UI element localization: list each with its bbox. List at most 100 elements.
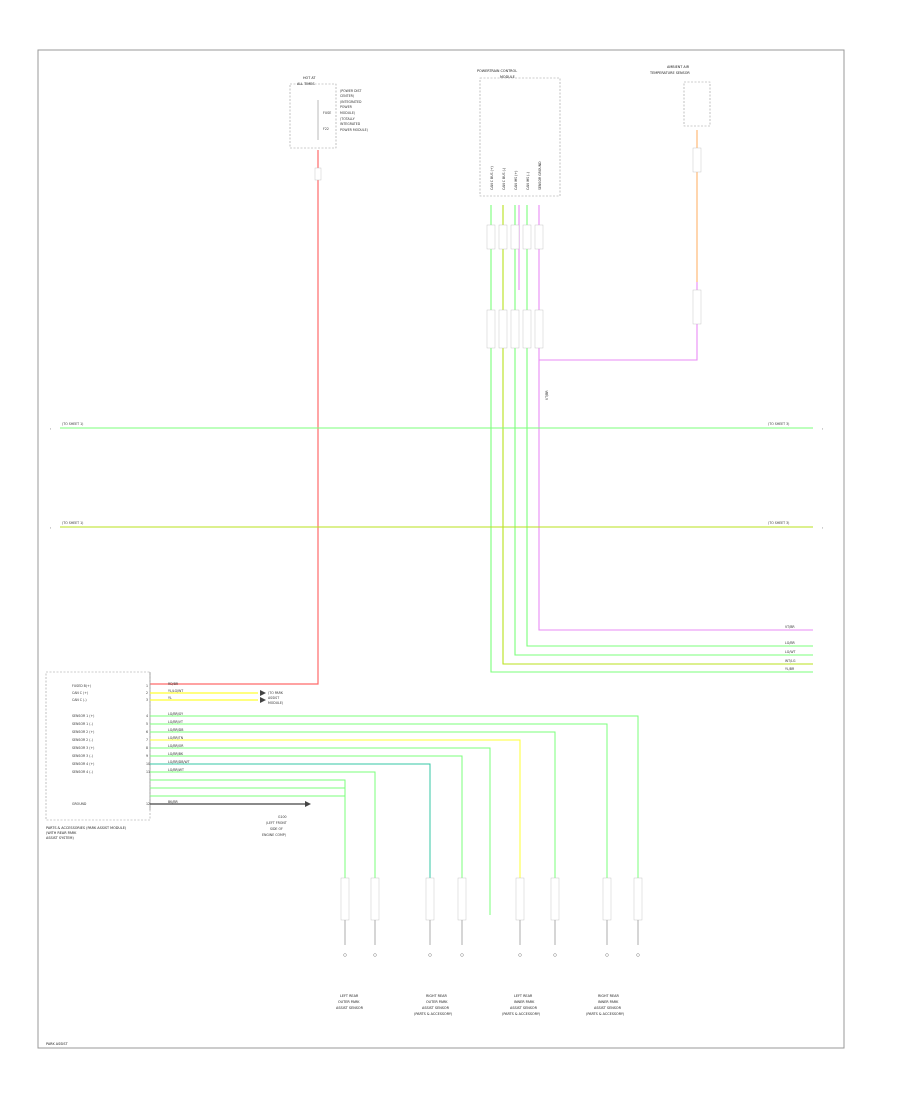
sensor-1-line3: ASSIST SENSOR	[422, 1006, 450, 1010]
module-wire-label-2: YL	[168, 696, 172, 700]
sensor-group-2: LEFT REAR INNER PARK ASSIST SENSOR (PART…	[502, 994, 541, 1016]
ambient-conn-label-2	[692, 289, 702, 325]
module-pin-8: SENSOR 3 (-)	[72, 754, 93, 758]
pcm-pin-4: SENSOR GROUND	[538, 161, 542, 190]
bottom-sensor-connectors	[340, 877, 643, 957]
module-pin-num-6: 7	[146, 738, 148, 742]
wire-sensor-4-plus	[150, 763, 431, 915]
module-title: PARTS & ACCESSORIES (PARK ASSIST MODULE)	[46, 826, 127, 830]
bottom-terminal-4	[518, 953, 522, 957]
can-c-left-ref: (TO SHEET 1)	[62, 422, 83, 426]
park-assist-module: PARTS & ACCESSORIES (PARK ASSIST MODULE)…	[45, 671, 151, 840]
module-pin-7: SENSOR 3 (+)	[72, 746, 94, 750]
pcm-conn-label-3	[522, 224, 532, 250]
bottom-connector-3	[457, 877, 467, 921]
sensor-0-line1: LEFT REAR	[340, 994, 359, 998]
sensor-group-0: LEFT REAR OUTER PARK ASSIST SENSOR	[336, 994, 364, 1010]
bottom-terminal-0	[343, 953, 347, 957]
wire-ambient-violet	[539, 282, 698, 361]
bottom-connector-5	[550, 877, 560, 921]
fuse-note-7: POWER MODULE)	[340, 128, 368, 132]
sensor-3-line4: (PARTS & ACCESSORY)	[586, 1012, 625, 1016]
can-c-left-arrow: ‹	[50, 427, 51, 431]
fuse-label: FUSE	[323, 111, 331, 115]
module-wire-label-8: LG/BR/BK	[168, 752, 184, 756]
module-title-3: ASSIST SYSTEM)	[46, 836, 74, 840]
bottom-connector-4	[515, 877, 525, 921]
module-pin-num-5: 6	[146, 730, 148, 734]
fuse-block: HOT AT ALL TIMES FUSE F22 (POWER DIST CE…	[289, 76, 368, 149]
fuse-block-box	[289, 83, 337, 149]
sensor-1-line4: (PARTS & ACCESSORY)	[414, 1012, 453, 1016]
right-stub-0: VT/BR	[785, 625, 795, 629]
bottom-terminal-6	[605, 953, 609, 957]
pcm-conn2-label-2	[510, 309, 520, 349]
wire-sensor-2-minus	[150, 739, 521, 915]
wire-sensor-4-minus	[150, 771, 376, 915]
sensor-group-1: RIGHT REAR OUTER PARK ASSIST SENSOR (PAR…	[414, 994, 453, 1016]
bottom-connector-7	[633, 877, 643, 921]
pcm-title-2: MODULE	[500, 75, 515, 79]
can-ihs-left-ref: (TO SHEET 1)	[62, 521, 83, 525]
pcm-title-1: POWERTRAIN CONTROL	[477, 69, 517, 73]
module-note-2: ASSIST	[268, 696, 279, 700]
sensor-3-line1: RIGHT REAR	[598, 994, 619, 998]
right-stub-2: LG/WT	[785, 650, 795, 654]
sensor-3-line3: ASSIST SENSOR	[594, 1006, 622, 1010]
wire-pcm-vt-br	[538, 205, 813, 631]
module-wire-label-4: LG/BR/VT	[168, 720, 183, 724]
fuse-note-3: POWER	[340, 105, 353, 109]
module-pin-num-2: 3	[146, 698, 148, 702]
module-pin-4: SENSOR 1 (-)	[72, 722, 93, 726]
pcm-box	[479, 77, 561, 197]
fuse-number: F22	[323, 127, 329, 131]
module-wire-label-9: LG/BR/DB/WT	[168, 760, 190, 764]
sensor-1-line1: RIGHT REAR	[426, 994, 447, 998]
pcm-pin-1: CAN C BUS (-)	[502, 168, 506, 190]
pcm-conn-label-1	[498, 224, 508, 250]
module-note-1: (TO PARK	[268, 691, 284, 695]
wire-sensor-1-minus	[150, 723, 608, 915]
module-title-2: (WITH REAR PARK	[46, 831, 77, 835]
module-pin-1: CAN C (+)	[72, 691, 88, 695]
pcm-connector-upper	[486, 224, 544, 250]
can-c-right-ref: (TO SHEET 3)	[768, 422, 789, 426]
sensor-group-3: RIGHT REAR INNER PARK ASSIST SENSOR (PAR…	[586, 994, 625, 1016]
wire-sensor-3-plus	[150, 747, 491, 915]
diagram-frame	[37, 49, 845, 1049]
bottom-terminal-2	[428, 953, 432, 957]
sensor-2-line1: LEFT REAR	[514, 994, 533, 998]
ground-note-4: ENGINE COMP)	[262, 833, 286, 837]
bottom-connector-0	[340, 877, 350, 921]
pcm-conn-label-4	[534, 224, 544, 250]
pcm: POWERTRAIN CONTROL MODULE CAN C BUS (+) …	[477, 69, 561, 197]
right-stub-1: LG/BR	[785, 641, 796, 645]
sensor-1-line2: OUTER PARK	[426, 1000, 448, 1004]
bottom-terminal-5	[553, 953, 557, 957]
bottom-terminal-3	[460, 953, 464, 957]
can-c-bus-line: (TO SHEET 1) (TO SHEET 3) ‹ ›	[50, 422, 824, 431]
module-wire-label-7: LG/BR/OR	[168, 744, 184, 748]
wire-fused-b-plus	[150, 150, 319, 685]
wire-pcm-yl-br	[490, 205, 813, 673]
fuse-note-1: CENTER)	[340, 94, 354, 98]
arrow-can-c-minus	[260, 697, 266, 703]
module-pin-num-7: 8	[146, 746, 148, 750]
bottom-connector-2	[425, 877, 435, 921]
pcm-pin-0: CAN C BUS (+)	[490, 166, 494, 190]
module-wire-label-3: LG/BR/GY	[168, 712, 183, 716]
pcm-conn2-label-4	[534, 309, 544, 349]
pcm-sensor-wire-label: VT/BR	[545, 390, 549, 400]
fuse-block-title-1: HOT AT	[303, 76, 316, 80]
arrow-ground	[305, 801, 311, 807]
module-pin-11: GROUND	[72, 802, 87, 806]
can-ihs-left-arrow: ‹	[50, 526, 51, 530]
module-wire-label-6: LG/BR/TN	[168, 736, 184, 740]
sensor-0-line3: ASSIST SENSOR	[336, 1006, 364, 1010]
ambient-sensor-title-2: TEMPERATURE SENSOR	[649, 71, 690, 75]
bottom-terminal-7	[636, 953, 640, 957]
module-wire-labels: RD/BRYL/LG/WTYLLG/BR/GYLG/BR/VTLG/BR/DBL…	[168, 682, 190, 804]
bottom-terminal-1	[373, 953, 377, 957]
